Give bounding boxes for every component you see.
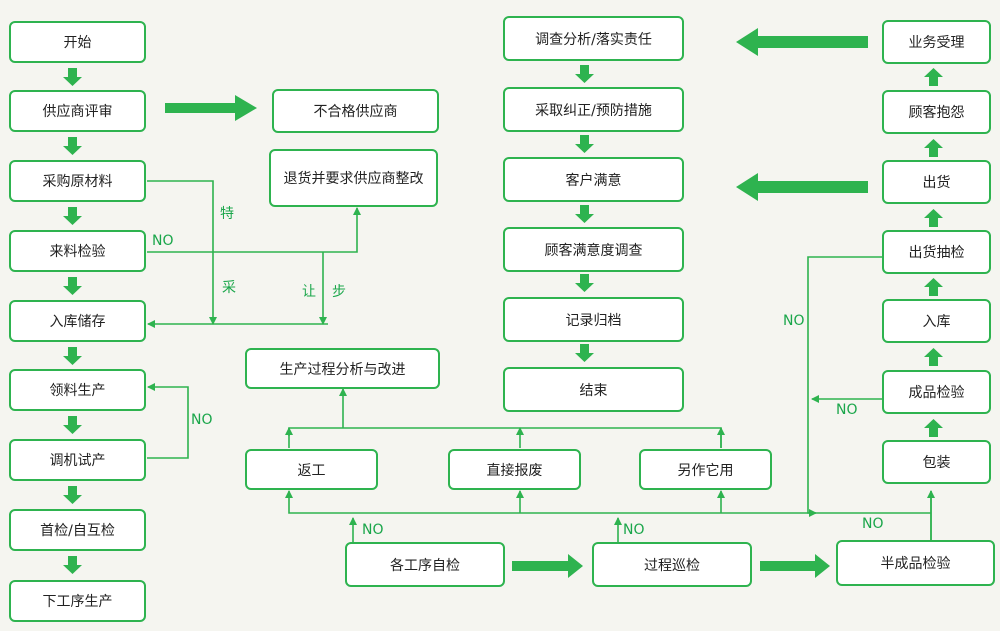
right-arrow	[512, 554, 583, 578]
down-arrow	[63, 68, 82, 86]
down-arrow	[575, 65, 594, 83]
down-arrow	[63, 556, 82, 574]
label-no-incoming: NO	[152, 233, 174, 249]
up-arrow	[924, 209, 943, 227]
label-no-patrol: NO	[623, 522, 645, 538]
down-arrow	[575, 344, 594, 362]
down-arrow	[63, 207, 82, 225]
node-semi-inspection[interactable]: 半成品检验	[836, 540, 995, 586]
node-rework[interactable]: 返工	[245, 449, 378, 490]
node-investigation[interactable]: 调查分析/落实责任	[503, 16, 684, 61]
up-arrow	[924, 419, 943, 437]
up-arrow	[924, 68, 943, 86]
node-satisfaction-survey[interactable]: 顾客满意度调查	[503, 227, 684, 272]
label-no-semi: NO	[862, 516, 884, 532]
left-arrow	[736, 173, 868, 201]
node-end[interactable]: 结束	[503, 367, 684, 412]
node-first-mutual-check[interactable]: 首检/自互检	[9, 509, 146, 551]
down-arrow	[575, 205, 594, 223]
node-supplier-review[interactable]: 供应商评审	[9, 90, 146, 132]
node-unqualified-supplier[interactable]: 不合格供应商	[272, 89, 439, 133]
up-arrow	[924, 139, 943, 157]
down-arrow	[575, 135, 594, 153]
node-record-archive[interactable]: 记录归档	[503, 297, 684, 342]
node-shipment-sampling[interactable]: 出货抽检	[882, 230, 991, 274]
right-arrow	[760, 554, 830, 578]
thin-connectors	[147, 180, 935, 542]
node-process-analysis[interactable]: 生产过程分析与改进	[245, 348, 440, 389]
node-business-accept[interactable]: 业务受理	[882, 20, 991, 64]
node-other-use[interactable]: 另作它用	[639, 449, 772, 490]
node-storage-in[interactable]: 入库	[882, 299, 991, 343]
down-arrow	[63, 347, 82, 365]
down-arrow	[63, 416, 82, 434]
node-self-check[interactable]: 各工序自检	[345, 542, 505, 587]
node-start[interactable]: 开始	[9, 21, 146, 63]
node-finished-inspection[interactable]: 成品检验	[882, 370, 991, 414]
node-corrective-action[interactable]: 采取纠正/预防措施	[503, 87, 684, 132]
label-no-finished: NO	[836, 402, 858, 418]
node-incoming-inspection[interactable]: 来料检验	[9, 230, 146, 272]
down-arrow	[63, 486, 82, 504]
left-arrow	[736, 28, 868, 56]
node-trial-production[interactable]: 调机试产	[9, 439, 146, 481]
right-arrow	[165, 95, 257, 121]
node-customer-satisfied[interactable]: 客户满意	[503, 157, 684, 202]
up-arrow	[924, 278, 943, 296]
up-arrow	[924, 348, 943, 366]
node-complaint[interactable]: 顾客抱怨	[882, 90, 991, 134]
node-packaging[interactable]: 包装	[882, 440, 991, 484]
label-special: 特	[220, 206, 234, 222]
down-arrow	[63, 137, 82, 155]
down-arrow	[63, 277, 82, 295]
label-no-self-check: NO	[362, 522, 384, 538]
thick-arrows	[63, 28, 943, 578]
node-warehouse-storage[interactable]: 入库储存	[9, 300, 146, 342]
label-no-trial: NO	[191, 412, 213, 428]
label-step: 步	[332, 284, 346, 300]
node-patrol-check[interactable]: 过程巡检	[592, 542, 752, 587]
node-return-rectify[interactable]: 退货并要求供应商整改	[269, 149, 438, 207]
label-no-shipment-sampling: NO	[783, 313, 805, 329]
node-scrap[interactable]: 直接报废	[448, 449, 581, 490]
down-arrow	[575, 274, 594, 292]
label-adopt: 采	[222, 280, 236, 296]
node-purchase-materials[interactable]: 采购原材料	[9, 160, 146, 202]
node-shipment[interactable]: 出货	[882, 160, 991, 204]
label-concession: 让	[302, 284, 316, 300]
node-next-process[interactable]: 下工序生产	[9, 580, 146, 622]
node-material-production[interactable]: 领料生产	[9, 369, 146, 411]
